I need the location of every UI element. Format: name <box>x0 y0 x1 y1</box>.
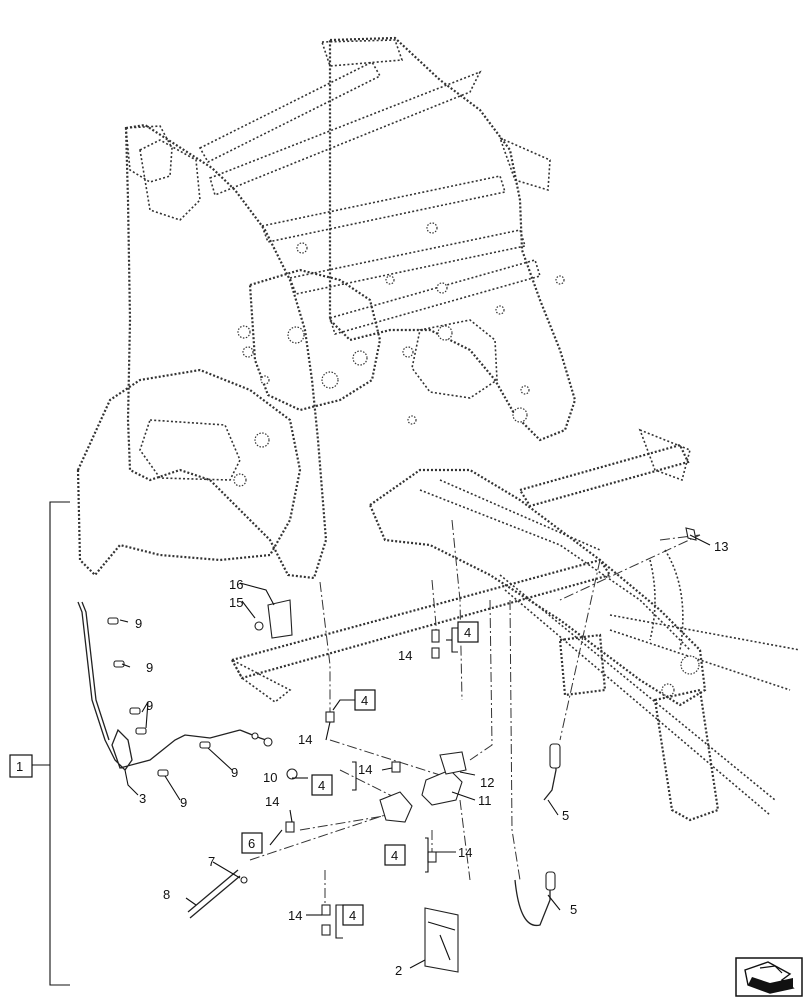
callout-box-4-a <box>457 621 479 643</box>
callout-9-c: 9 <box>146 698 153 713</box>
callout-13: 13 <box>714 539 728 554</box>
callout-4-c: 4 <box>318 778 325 793</box>
callout-4-e: 4 <box>349 908 356 923</box>
callout-5-b: 5 <box>570 902 577 917</box>
callout-box-1 <box>9 754 33 778</box>
callout-14-e: 14 <box>458 845 472 860</box>
callout-box-4-c <box>311 774 333 796</box>
callout-9-e: 9 <box>180 795 187 810</box>
callout-14-a: 14 <box>398 648 412 663</box>
callout-box-4-e <box>342 904 364 926</box>
hydraulic-tube-3 <box>77 601 273 772</box>
callout-14-d: 14 <box>265 794 279 809</box>
callout-16: 16 <box>229 577 243 592</box>
callout-box-4-b <box>354 689 376 711</box>
assembly-bracket <box>32 501 70 986</box>
leader-lines <box>119 534 711 969</box>
callout-5-a: 5 <box>562 808 569 823</box>
callout-12: 12 <box>480 775 494 790</box>
small-parts <box>107 527 697 973</box>
callout-labels: 1 2 3 4 4 4 4 4 5 5 6 7 8 9 9 9 9 9 10 1… <box>9 539 728 978</box>
callout-14-b: 14 <box>298 732 312 747</box>
baler-frame-drawing <box>76 36 801 822</box>
callout-7: 7 <box>208 854 215 869</box>
callout-11: 11 <box>478 793 492 808</box>
callout-9-b: 9 <box>146 660 153 675</box>
callout-15: 15 <box>229 595 243 610</box>
callout-14-f: 14 <box>288 908 302 923</box>
callout-10: 10 <box>263 770 277 785</box>
callout-9-d: 9 <box>231 765 238 780</box>
callout-4-b: 4 <box>361 693 368 708</box>
callout-4-a: 4 <box>464 625 471 640</box>
callout-1: 1 <box>16 759 23 774</box>
callout-4-d: 4 <box>391 848 398 863</box>
callout-2: 2 <box>395 963 402 978</box>
callout-3: 3 <box>139 791 146 806</box>
view-orientation-arrow-icon <box>735 957 803 997</box>
assembly-lines <box>249 519 701 910</box>
callout-14-c: 14 <box>358 762 372 777</box>
callout-box-4-d <box>384 844 406 866</box>
callout-9-a: 9 <box>135 616 142 631</box>
callout-6: 6 <box>248 836 255 851</box>
callout-box-6 <box>241 832 263 854</box>
frame-holes <box>233 222 700 697</box>
callout-8: 8 <box>163 887 170 902</box>
